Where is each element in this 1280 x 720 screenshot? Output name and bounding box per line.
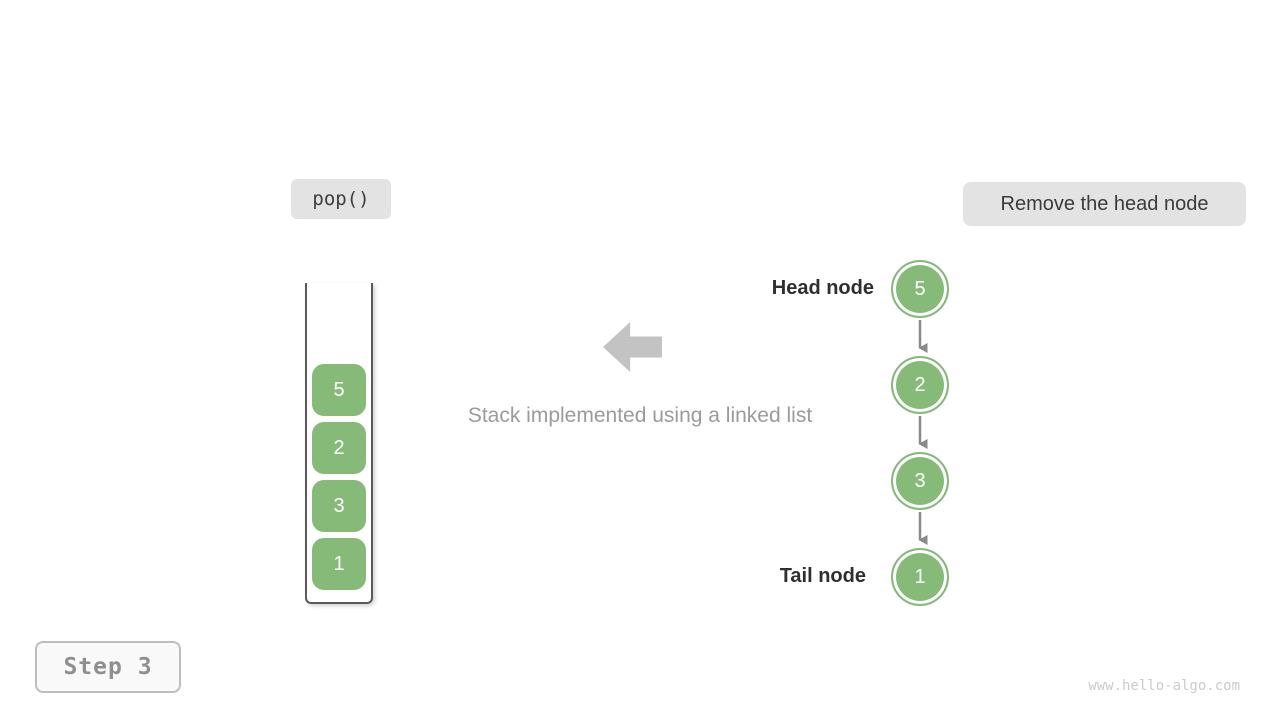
caption-text: Stack implemented using a linked list <box>467 404 813 427</box>
linked-list-node: 5 <box>891 260 949 318</box>
stack-container: 5 2 3 1 <box>305 283 373 604</box>
description-label: Remove the head node <box>1000 192 1209 215</box>
linked-list-connectors <box>918 320 928 545</box>
stack-item: 5 <box>312 364 366 416</box>
operation-badge: pop() <box>291 179 391 219</box>
step-label: Step 3 <box>63 654 153 680</box>
operation-label: pop() <box>312 188 370 210</box>
stack-item: 3 <box>312 480 366 532</box>
linked-list-node: 2 <box>891 356 949 414</box>
step-badge: Step 3 <box>35 641 181 693</box>
stack-item: 2 <box>312 422 366 474</box>
watermark-text: www.hello-algo.com <box>1088 678 1240 694</box>
linked-list-node: 1 <box>891 548 949 606</box>
head-node-label: Head node <box>771 277 874 299</box>
description-badge: Remove the head node <box>963 182 1246 226</box>
tail-node-label: Tail node <box>779 565 866 587</box>
left-block-arrow-icon <box>603 322 662 372</box>
linked-list-node: 3 <box>891 452 949 510</box>
stack-item: 1 <box>312 538 366 590</box>
